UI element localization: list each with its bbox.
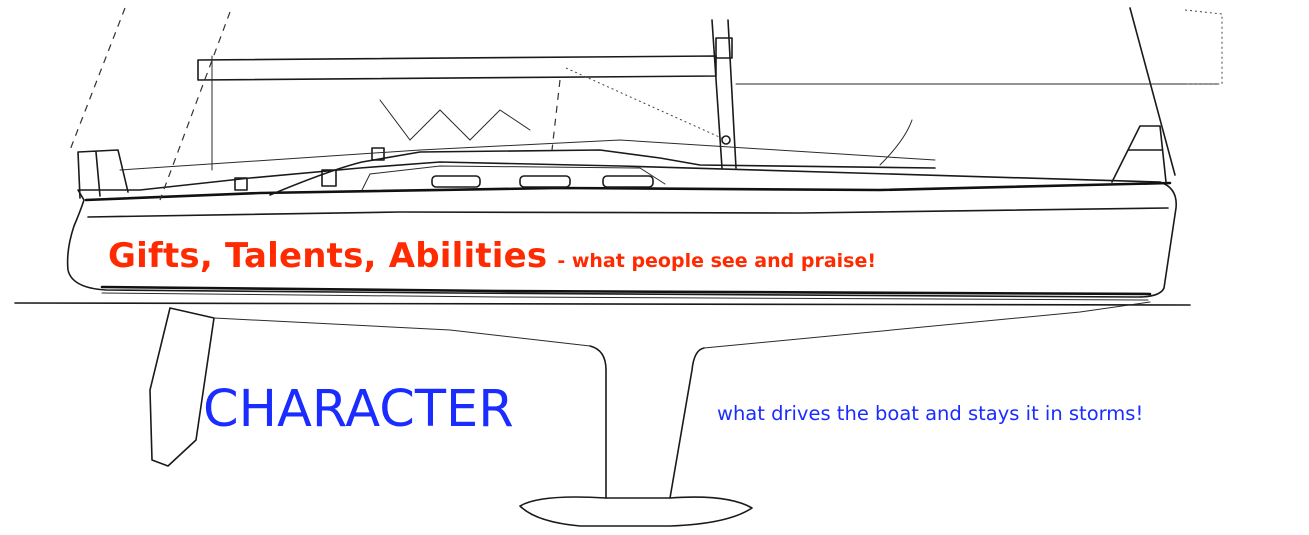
boot-stripe: [102, 287, 1150, 294]
stanchion-rail: [120, 140, 935, 170]
mainsheet: [552, 80, 560, 150]
keel-bulb: [520, 497, 752, 526]
boom: [198, 56, 716, 80]
hull-bottom: [214, 302, 1150, 348]
sheer-line: [86, 183, 1170, 200]
backstay: [160, 12, 230, 200]
gifts-subtext: - what people see and praise!: [557, 250, 876, 272]
mainsail-leech: [70, 8, 125, 150]
character-heading: CHARACTER: [203, 384, 514, 435]
jib-sail-edge: [1185, 10, 1222, 84]
bow-pulpit: [1112, 126, 1166, 182]
boom-vang: [566, 68, 726, 140]
waterline: [15, 303, 1190, 305]
deck-stripe: [88, 208, 1168, 217]
character-subtext: what drives the boat and stays it in sto…: [717, 402, 1143, 425]
keel-fin: [590, 346, 704, 498]
portlight-3: [603, 176, 653, 187]
gifts-heading: Gifts, Talents, Abilities: [108, 236, 547, 276]
gifts-caption: Gifts, Talents, Abilities - what people s…: [108, 236, 876, 276]
portlight-2: [520, 176, 570, 187]
lifeline: [380, 100, 530, 140]
portlight-1: [432, 176, 480, 187]
hull-outline: [68, 162, 1177, 297]
